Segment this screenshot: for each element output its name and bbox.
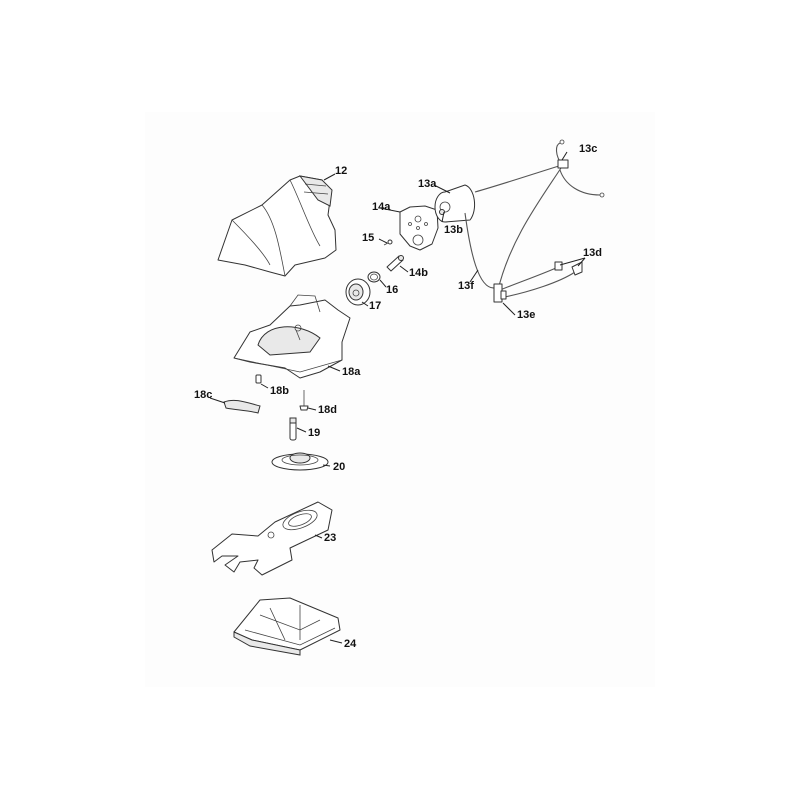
part-14a-motor-plate	[399, 205, 439, 251]
callout-18b: 18b	[270, 385, 289, 397]
part-17-gear	[345, 278, 371, 306]
part-14b-shaft	[386, 255, 404, 272]
part-13a-motor	[434, 184, 476, 223]
part-23-blade	[211, 501, 333, 576]
callout-20: 20	[333, 461, 346, 473]
callout-24: 24	[344, 638, 357, 650]
part-18c-guide	[223, 399, 261, 414]
callout-18d: 19	[308, 427, 321, 439]
callout-13a: 13a	[418, 178, 437, 190]
callout-13e: 13e	[517, 309, 536, 321]
callout-15: 15	[362, 232, 375, 244]
part-16-washer	[367, 271, 381, 283]
part-13-wiring	[464, 139, 605, 303]
part-24-blade-cover	[233, 597, 341, 656]
part-20-cam	[271, 452, 329, 471]
callout-23: 23	[324, 532, 337, 544]
callout-13b: 13b	[444, 224, 463, 236]
callout-17: 17	[369, 300, 382, 312]
part-12-top-cover	[217, 175, 337, 277]
part-19-screw	[299, 390, 309, 411]
callout-19: 18d	[318, 404, 337, 416]
callout-12: 12	[335, 165, 348, 177]
part-18d-pin	[289, 417, 297, 441]
part-18a-gearbox-housing	[233, 294, 351, 379]
callout-14b: 14b	[409, 267, 428, 279]
callout-18a: 18a	[342, 366, 361, 378]
callout-14a: 14a	[372, 201, 391, 213]
callout-16: 16	[386, 284, 399, 296]
callout-13d: 13d	[583, 247, 602, 259]
callout-13f: 13f	[458, 280, 474, 292]
part-15-screw	[383, 239, 393, 246]
callout-18c: 18c	[194, 389, 213, 401]
drawing-panel	[145, 112, 655, 687]
leader-lines	[209, 151, 586, 644]
callout-13c: 13c	[579, 143, 598, 155]
part-18b-pin	[255, 374, 262, 384]
